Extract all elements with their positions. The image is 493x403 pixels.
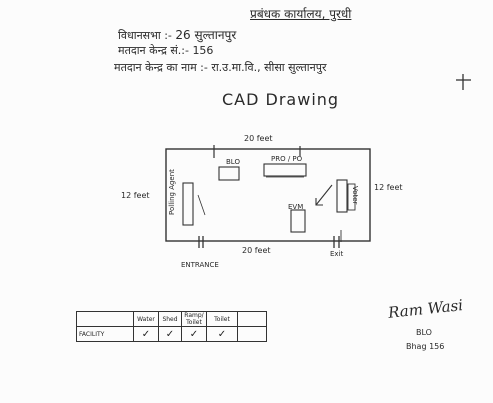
room-outline: [165, 148, 371, 242]
facility-cell-ramp: ✓: [181, 326, 207, 342]
facility-table: Water Shed Ramp/ Toilet Toilet FACILITY …: [76, 311, 267, 342]
label-entrance: ENTRANCE: [181, 261, 219, 269]
assembly-value: 26 सुल्तानपुर: [175, 28, 237, 42]
voter-compartment-inner: [347, 183, 356, 211]
pro-table: [263, 163, 307, 177]
booth-name-value: रा.उ.मा.वि., सीसा सुल्तानपुर: [211, 61, 327, 74]
facility-header-ramp: Ramp/ Toilet: [181, 311, 207, 327]
plus-mark-icon: [456, 74, 471, 90]
label-evm: EVM: [288, 203, 304, 211]
facility-cell-water: ✓: [133, 326, 159, 342]
booth-name-label: मतदान केन्द्र का नाम :-: [114, 61, 208, 74]
document-title: प्रबंधक कार्यालय, पुरधी: [250, 7, 352, 21]
dimension-bottom: 20 feet: [242, 246, 271, 255]
facility-cell-toilet: ✓: [206, 326, 238, 342]
label-pro: PRO / PO: [271, 155, 303, 163]
facility-header-water: Water: [133, 311, 159, 327]
facility-header-extra: [237, 311, 267, 327]
booth-number-value: 156: [192, 44, 214, 57]
facility-header-blank: [76, 311, 134, 327]
booth-name-line: मतदान केन्द्र का नाम :- रा.उ.मा.वि., सीस…: [114, 60, 326, 75]
facility-header-toilet: Toilet: [206, 311, 238, 327]
facility-table-row: FACILITY ✓ ✓ ✓ ✓: [76, 326, 267, 342]
booth-number-line: मतदान केन्द्र सं.:- 156: [118, 43, 213, 58]
assembly-label: विधानसभा :-: [118, 29, 172, 42]
facility-row-label: FACILITY: [76, 326, 134, 342]
facility-cell-shed: ✓: [158, 326, 182, 342]
signature-title: BLO: [416, 328, 432, 337]
assembly-line: विधानसभा :- 26 सुल्तानपुर: [118, 26, 236, 43]
dimension-top: 20 feet: [244, 134, 273, 143]
label-exit: Exit: [330, 250, 344, 258]
label-voter: Voter: [351, 186, 359, 205]
dimension-right: 12 feet: [374, 183, 403, 192]
facility-cell-extra: [237, 326, 267, 342]
polling-agent-bench: [182, 182, 194, 226]
label-blo: BLO: [226, 158, 240, 166]
voter-compartment: [336, 179, 348, 213]
signature-booth: Bhag 156: [406, 342, 445, 351]
booth-number-label: मतदान केन्द्र सं.:-: [118, 44, 189, 57]
facility-table-header-row: Water Shed Ramp/ Toilet Toilet: [76, 311, 267, 327]
dimension-left: 12 feet: [121, 191, 150, 200]
label-polling-agent: Polling Agent: [168, 169, 176, 215]
blo-table: [218, 166, 240, 181]
evm-arrow: [315, 184, 333, 206]
cad-drawing-title: CAD Drawing: [222, 90, 340, 109]
evm-box: [290, 209, 306, 233]
facility-header-shed: Shed: [158, 311, 182, 327]
